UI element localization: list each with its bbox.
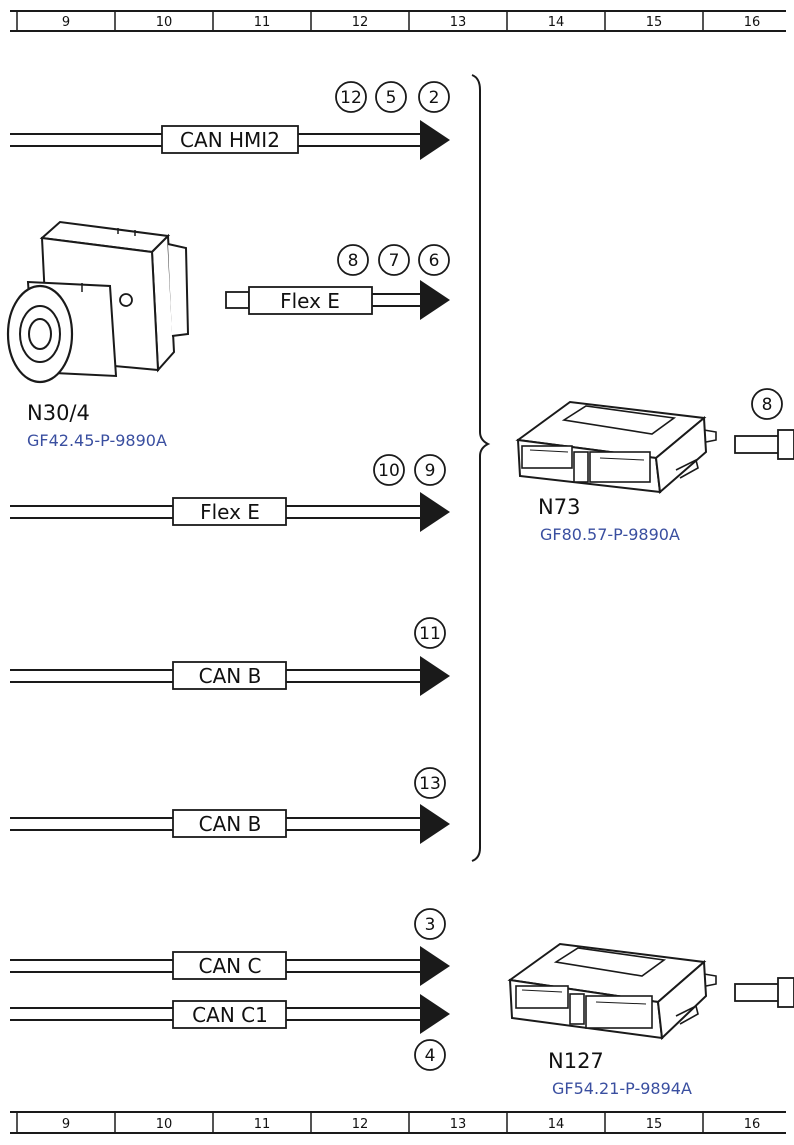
ref-number: 13 (419, 774, 441, 794)
top-ruler-col-9: 9 (62, 15, 70, 30)
top-ruler-col-11: 11 (254, 15, 271, 30)
bus-label-box (172, 1000, 287, 1029)
ref-circle (373, 454, 405, 486)
ref-number: 6 (429, 251, 440, 271)
bus-label: CAN B (199, 812, 262, 836)
connector-stub-n127 (734, 977, 794, 1008)
arrow-head-icon (420, 120, 450, 160)
ref-number: 8 (348, 251, 359, 271)
bus-can-b-1: CAN B 11 (10, 617, 450, 696)
control-unit-icon-n127 (507, 942, 717, 1041)
top-ruler-col-12: 12 (352, 15, 369, 30)
ref-circle (414, 617, 446, 649)
bus-label-box (172, 497, 287, 526)
top-ruler-col-10: 10 (156, 15, 173, 30)
arrow-head-icon (420, 804, 450, 844)
bus-label-box (172, 809, 287, 838)
component-ref-link-n127[interactable]: GF54.21-P-9894A (552, 1079, 692, 1098)
bus-label: CAN C1 (192, 1003, 268, 1027)
bottom-ruler: 9 10 11 12 13 14 15 16 (10, 1111, 786, 1134)
ref-circle (337, 244, 369, 276)
bottom-ruler-col-13: 13 (450, 1117, 467, 1132)
bottom-ruler-col-12: 12 (352, 1117, 369, 1132)
bus-label: CAN C (199, 954, 262, 978)
ref-circle (414, 454, 446, 486)
bus-label: Flex E (200, 500, 260, 524)
bus-flex-e-connector: Flex E 8 7 6 (225, 244, 450, 320)
ref-circle (375, 81, 407, 113)
bottom-ruler-col-16: 16 (744, 1117, 761, 1132)
bus-label-box (172, 951, 287, 980)
top-ruler: 9 10 11 12 13 14 15 16 (10, 10, 786, 32)
ref-number: 5 (386, 88, 397, 108)
ref-number: 9 (425, 461, 436, 481)
ref-number: 10 (378, 461, 400, 481)
bottom-ruler-col-14: 14 (548, 1117, 565, 1132)
bus-can-b-2: CAN B 13 (10, 767, 450, 844)
ref-number: 8 (762, 395, 773, 415)
ref-circle (418, 244, 450, 276)
bus-label-box (248, 286, 373, 315)
bottom-ruler-col-10: 10 (156, 1117, 173, 1132)
bus-can-c: CAN C 3 (10, 908, 450, 986)
grouping-brace (471, 74, 491, 862)
ref-circle (335, 81, 367, 113)
bus-label: Flex E (280, 289, 340, 313)
bus-can-hmi2: CAN HMI2 12 5 2 (10, 81, 450, 160)
ref-circle (414, 908, 446, 940)
ref-circle (414, 767, 446, 799)
bus-label: CAN B (199, 664, 262, 688)
top-ruler-col-16: 16 (744, 15, 761, 30)
component-name-n30-4: N30/4 (27, 401, 90, 425)
bus-flex-e: Flex E 10 9 (10, 454, 450, 532)
ref-circle (751, 388, 783, 420)
ref-number: 3 (425, 915, 436, 935)
component-name-n73: N73 (538, 495, 580, 519)
top-ruler-col-13: 13 (450, 15, 467, 30)
arrow-head-icon (420, 492, 450, 532)
ref-circle (418, 81, 450, 113)
bus-label-box (161, 125, 299, 154)
bottom-ruler-col-11: 11 (254, 1117, 271, 1132)
control-unit-icon-n73 (515, 400, 717, 494)
ref-number: 4 (425, 1046, 436, 1066)
top-ruler-col-15: 15 (646, 15, 663, 30)
connector-stub (225, 291, 250, 309)
ref-number: 11 (419, 624, 441, 644)
ref-number: 2 (429, 88, 440, 108)
bus-label-box (172, 661, 287, 690)
bottom-ruler-col-9: 9 (62, 1117, 70, 1132)
component-name-n127: N127 (548, 1049, 604, 1073)
bus-can-c1: CAN C1 4 (10, 994, 450, 1071)
ref-number: 12 (340, 88, 362, 108)
component-ref-link-n30-4[interactable]: GF42.45-P-9890A (27, 431, 167, 450)
connector-stub-n73 (734, 429, 794, 460)
component-ref-link-n73[interactable]: GF80.57-P-9890A (540, 525, 680, 544)
arrow-head-icon (420, 994, 450, 1034)
arrow-head-icon (420, 656, 450, 696)
camera-module-icon (6, 220, 190, 384)
ref-circle (378, 244, 410, 276)
arrow-head-icon (420, 946, 450, 986)
bus-label: CAN HMI2 (180, 128, 280, 152)
arrow-head-icon (420, 280, 450, 320)
bottom-ruler-col-15: 15 (646, 1117, 663, 1132)
ref-circle (414, 1039, 446, 1071)
top-ruler-col-14: 14 (548, 15, 565, 30)
ref-number: 7 (389, 251, 400, 271)
